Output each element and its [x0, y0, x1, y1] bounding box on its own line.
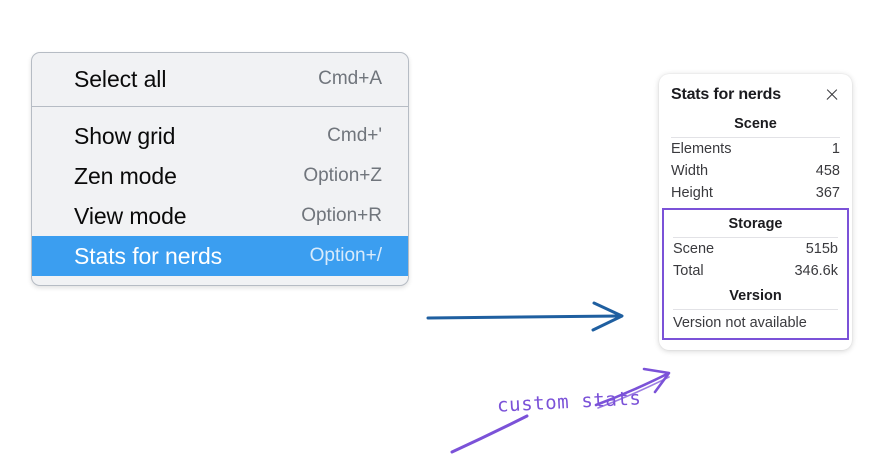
context-menu[interactable]: Select all Cmd+A Show grid Cmd+' Zen mod…	[31, 52, 409, 286]
version-section: Version Version not available	[664, 282, 847, 334]
stat-row: Elements 1	[659, 138, 852, 160]
stat-value: 515b	[805, 241, 838, 257]
purple-underline-stroke	[450, 414, 529, 454]
stat-key: Width	[671, 163, 709, 179]
menu-item-label: View mode	[74, 202, 187, 229]
menu-group-top: Select all Cmd+A	[32, 59, 408, 106]
menu-item-label: Select all	[74, 65, 167, 92]
stat-row: Scene 515b	[664, 238, 847, 260]
menu-item-zen-mode[interactable]: Zen mode Option+Z	[32, 156, 408, 196]
stats-panel-header: Stats for nerds	[659, 84, 852, 110]
custom-stats-highlight-box: Storage Scene 515b Total 346.6k Version …	[662, 208, 849, 340]
menu-item-shortcut: Option+/	[309, 245, 382, 266]
stat-row: Width 458	[659, 160, 852, 182]
stat-key: Height	[671, 185, 713, 201]
menu-item-shortcut: Cmd+A	[318, 68, 382, 89]
stat-value: 458	[815, 163, 840, 179]
menu-item-label: Stats for nerds	[74, 242, 223, 269]
stats-panel-title: Stats for nerds	[671, 86, 781, 103]
menu-group-bottom: Show grid Cmd+' Zen mode Option+Z View m…	[32, 107, 408, 276]
menu-item-shortcut: Cmd+'	[327, 125, 382, 146]
stat-key: Total	[673, 263, 704, 279]
menu-item-label: Show grid	[74, 122, 176, 149]
stat-key: Scene	[673, 241, 715, 257]
version-text: Version not available	[673, 315, 807, 331]
stat-value: 367	[815, 185, 840, 201]
blue-arrow-icon	[426, 301, 624, 332]
menu-item-select-all[interactable]: Select all Cmd+A	[32, 59, 408, 99]
storage-section-heading: Storage	[728, 216, 783, 232]
stat-key: Elements	[671, 141, 732, 157]
stat-value: 1	[831, 141, 840, 157]
stat-row: Total 346.6k	[664, 260, 847, 282]
section-divider	[673, 309, 838, 310]
section-divider	[673, 237, 838, 238]
menu-item-view-mode[interactable]: View mode Option+R	[32, 196, 408, 236]
menu-item-shortcut: Option+R	[301, 205, 382, 226]
menu-divider	[32, 106, 408, 107]
scene-section-heading: Scene	[734, 116, 777, 132]
scene-section: Scene Elements 1 Width 458 Height 367	[659, 110, 852, 204]
storage-section: Storage Scene 515b Total 346.6k	[664, 210, 847, 282]
menu-item-stats-for-nerds[interactable]: Stats for nerds Option+/	[32, 236, 408, 276]
menu-item-label: Zen mode	[74, 162, 177, 189]
annotation-label-custom-stats: custom stats	[496, 387, 642, 417]
close-icon[interactable]	[824, 87, 840, 103]
stat-value: 346.6k	[794, 263, 838, 279]
purple-arrow-icon	[594, 367, 671, 409]
menu-item-shortcut: Option+Z	[303, 165, 382, 186]
version-section-heading: Version	[729, 288, 782, 304]
stats-for-nerds-panel: Stats for nerds Scene Elements 1 Width 4…	[659, 74, 852, 350]
stat-row: Height 367	[659, 182, 852, 204]
menu-item-show-grid[interactable]: Show grid Cmd+'	[32, 116, 408, 156]
section-divider	[671, 137, 840, 138]
